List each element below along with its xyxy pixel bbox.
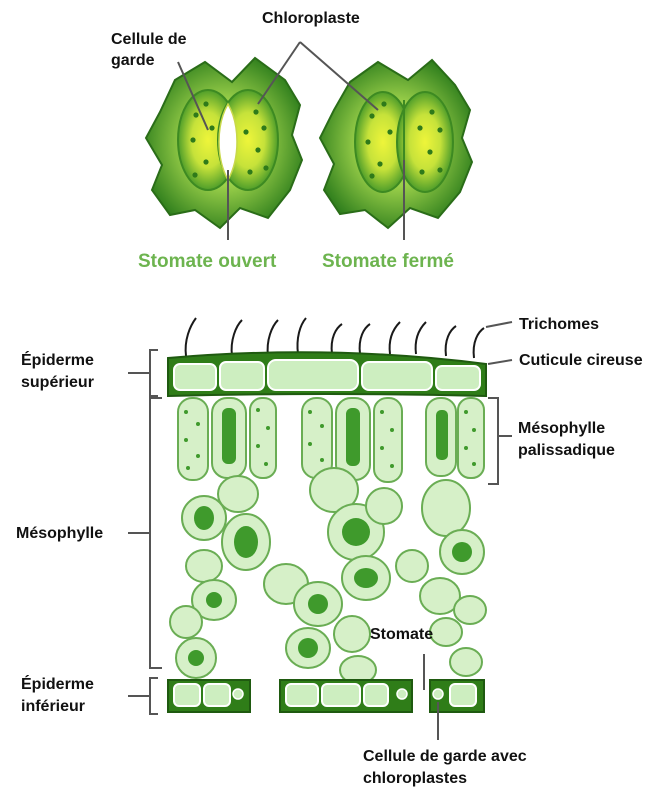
label-palisade-line1: Mésophylle <box>518 418 605 439</box>
spongy-mesophyll-cells <box>170 468 486 684</box>
label-guard-cell-chloroplasts-line1: Cellule de garde avec <box>363 746 527 767</box>
label-lower-epidermis-line1: Épiderme <box>21 674 94 695</box>
upper-epidermis <box>168 352 486 396</box>
open-stomate <box>146 58 302 228</box>
label-upper-epidermis-line2: supérieur <box>21 372 94 393</box>
label-mesophyll: Mésophylle <box>16 523 103 544</box>
label-trichomes: Trichomes <box>519 314 599 335</box>
closed-stomate-right-guard-cell <box>397 92 453 192</box>
label-stomate: Stomate <box>370 624 433 645</box>
label-upper-epidermis-line1: Épiderme <box>21 350 94 371</box>
label-lower-epidermis-line2: inférieur <box>21 696 85 717</box>
label-palisade-line2: palissadique <box>518 440 615 461</box>
label-guard-cell-line1: Cellule de <box>111 29 187 50</box>
closed-stomate <box>320 60 472 228</box>
label-cuticle: Cuticule cireuse <box>519 350 643 371</box>
caption-open-stomate: Stomate ouvert <box>138 250 276 274</box>
lower-epidermis <box>168 680 484 712</box>
label-chloroplaste: Chloroplaste <box>262 8 360 29</box>
caption-closed-stomate: Stomate fermé <box>322 250 454 274</box>
label-guard-cell-line2: garde <box>111 50 155 71</box>
label-guard-cell-chloroplasts-line2: chloroplastes <box>363 768 467 789</box>
